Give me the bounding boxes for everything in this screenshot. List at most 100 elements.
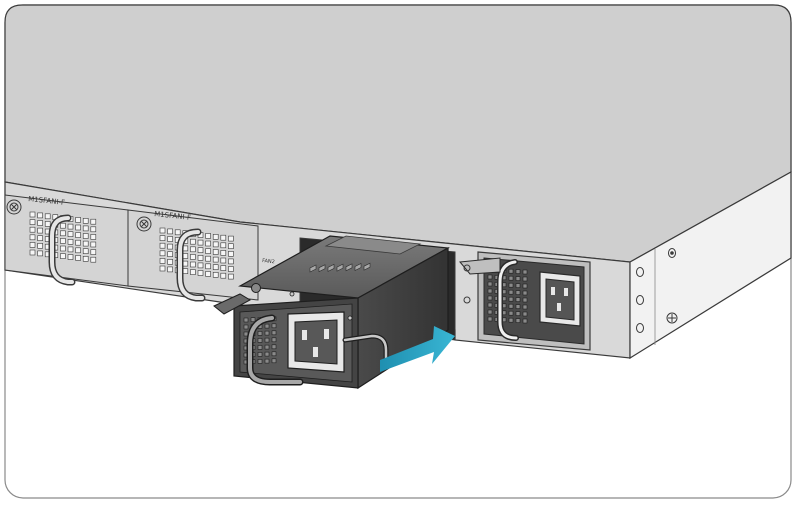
vent-cell	[75, 255, 81, 261]
vent-cell	[67, 239, 74, 245]
vent-slot	[363, 262, 371, 271]
chassis-side	[629, 170, 792, 360]
vent-cell	[82, 233, 89, 239]
vent-cell	[508, 268, 514, 274]
vent-cell	[212, 241, 219, 248]
vent-cell	[197, 255, 204, 261]
vent-cell	[159, 250, 166, 257]
vent-cell	[220, 257, 227, 264]
vent-cell	[82, 248, 89, 254]
vent-slot	[309, 264, 317, 273]
vent-cell	[37, 227, 43, 234]
vent-cell	[75, 217, 81, 223]
vent-cell	[522, 276, 528, 282]
vent-cell	[29, 242, 36, 248]
vent-cell	[508, 296, 514, 302]
vent-slot	[318, 264, 326, 273]
vent-cell	[182, 260, 189, 267]
vent-cell	[257, 352, 263, 357]
vent-cell	[508, 275, 514, 281]
vent-cell	[264, 351, 270, 357]
vent-cell	[522, 318, 528, 324]
vent-cell	[220, 242, 227, 249]
vent-cell	[205, 240, 211, 247]
vent-cell	[212, 249, 219, 255]
vent-cell	[29, 219, 36, 225]
screw-icon	[666, 312, 678, 324]
vent-cell	[159, 242, 166, 249]
vent-cell	[220, 250, 227, 256]
vent-cell	[82, 218, 89, 224]
psu-top-vents	[309, 262, 371, 273]
vent-cell	[250, 317, 256, 323]
vent-cell	[29, 234, 36, 241]
vent-cell	[205, 271, 211, 277]
vent-cell	[29, 211, 36, 218]
vent-cell	[197, 247, 204, 253]
vent-cell	[515, 311, 521, 316]
vent-cell	[159, 227, 166, 234]
vent-cell	[522, 304, 528, 310]
vent-cell	[197, 270, 204, 276]
vent-cell	[220, 234, 227, 241]
vent-cell	[522, 290, 528, 296]
vent-cell	[228, 273, 234, 280]
vent-cell	[60, 253, 66, 259]
vent-cell	[190, 261, 196, 268]
vent-cell	[167, 258, 173, 265]
installed-psu-latch	[459, 257, 501, 275]
vent-cell	[90, 249, 97, 255]
vent-cell	[487, 274, 493, 280]
vent-cell	[487, 281, 493, 287]
vent-cell	[90, 218, 97, 225]
vent-cell	[60, 238, 66, 244]
vent-cell	[205, 263, 211, 270]
vent-cell	[159, 235, 166, 241]
vent-slot	[327, 263, 335, 272]
insert-arrow-icon	[380, 326, 455, 372]
fan-module-left-label: M1SFANI-F	[28, 195, 66, 207]
vent-cell	[508, 303, 514, 309]
vent-cell	[515, 283, 521, 288]
vent-cell	[37, 235, 43, 241]
vent-cell	[167, 236, 173, 242]
vent-cell	[257, 345, 263, 350]
psu-release-latch	[213, 293, 252, 315]
vent-cell	[75, 239, 81, 246]
vent-cell	[264, 323, 270, 329]
psu-module-inserting	[213, 235, 450, 390]
vent-cell	[257, 359, 263, 364]
vent-cell	[29, 226, 36, 233]
vent-cell	[243, 317, 249, 323]
vent-cell	[522, 311, 528, 317]
vent-slot	[345, 263, 353, 272]
screw-icon	[6, 199, 22, 215]
vent-cell	[67, 246, 74, 253]
vent-cell	[487, 302, 493, 308]
vent-cell	[271, 358, 277, 364]
fan-port-label: FAN2	[262, 258, 275, 265]
vent-cell	[515, 290, 521, 295]
vent-cell	[271, 351, 277, 357]
fan-module-left: M1SFANI-F	[4, 194, 129, 287]
vent-cell	[182, 253, 189, 259]
vent-cell	[167, 251, 173, 257]
vent-cell	[174, 229, 181, 236]
vent-cell	[205, 255, 211, 262]
rack-ear-holes	[636, 248, 678, 333]
vent-cell	[90, 256, 97, 263]
vent-cell	[60, 222, 66, 229]
vent-cell	[515, 304, 521, 309]
vent-cell	[487, 309, 493, 315]
vent-slot	[354, 263, 362, 271]
vent-cell	[522, 283, 528, 289]
vent-cell	[205, 233, 211, 239]
vent-cell	[508, 282, 514, 288]
vent-cell	[190, 269, 196, 275]
vent-cell	[37, 220, 43, 226]
vent-cell	[212, 256, 219, 263]
installed-psu	[459, 251, 591, 351]
psu-led	[251, 283, 261, 293]
vent-cell	[67, 254, 74, 260]
